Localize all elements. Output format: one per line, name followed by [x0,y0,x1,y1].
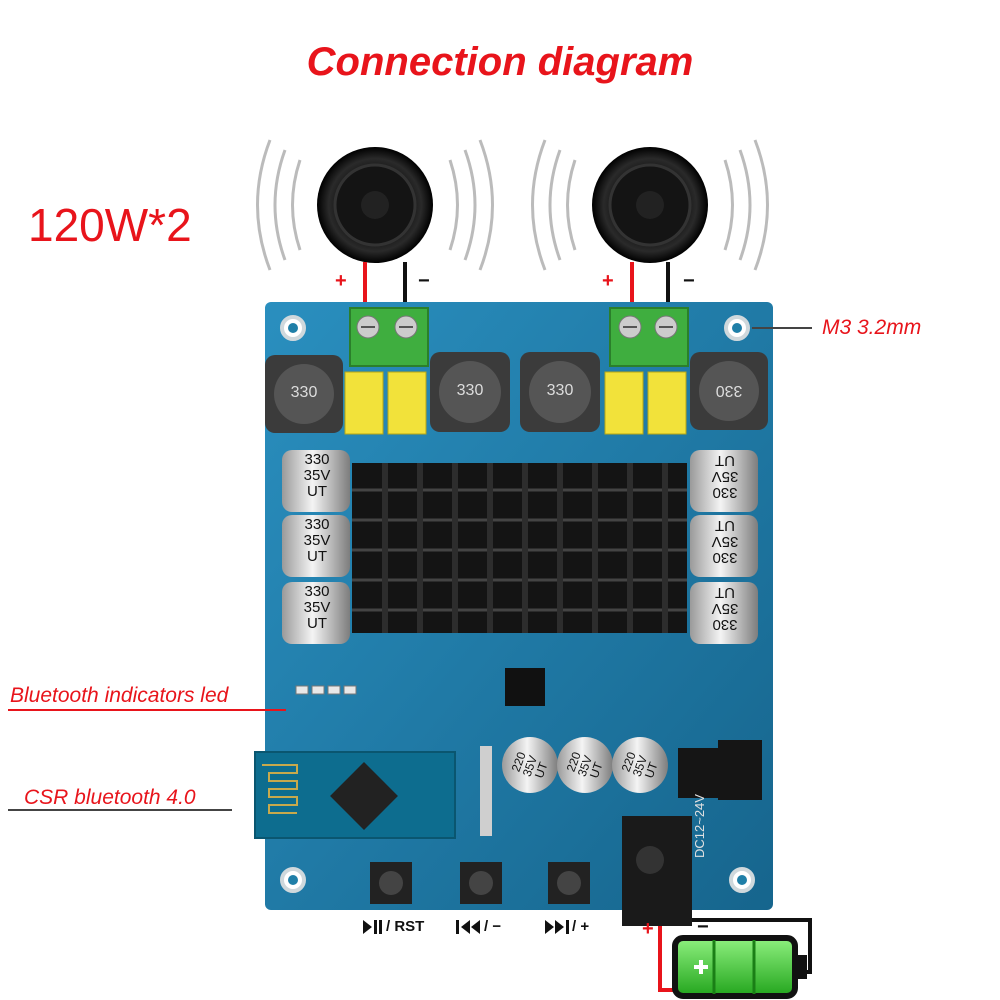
power-input-label: DC12~24V [692,794,707,858]
speaker-left-plus: + [335,270,347,292]
mount-hole-callout: M3 3.2mm [822,316,922,339]
inductor-label-1: 330 [290,384,318,401]
button-label-prev: / − [484,918,502,935]
capacitor-group [282,450,758,644]
bt-led-callout: Bluetooth indicators led [10,684,229,707]
button-prev[interactable] [460,862,502,904]
battery-minus: − [697,916,709,938]
speaker-terminal-left [349,307,429,367]
inductor-4 [690,352,768,430]
inductor-3 [520,352,600,432]
sound-waves-left [256,139,494,271]
battery-plus: + [642,918,654,940]
heatsink [352,463,687,633]
speaker-right-minus: − [683,270,695,292]
inductor-label-3: 330 [546,382,574,399]
battery-icon [672,935,807,999]
bt-module-callout: CSR bluetooth 4.0 [24,786,196,809]
speaker-terminal-right [609,307,689,367]
speaker-right-plus: + [602,270,614,292]
bluetooth-module [254,751,456,839]
opamp-chip [505,668,545,706]
diagram-title: Connection diagram [306,40,694,84]
power-rating: 120W*2 [28,199,192,251]
inductor-2 [430,352,510,432]
inductor-1 [265,355,343,433]
button-play-rst[interactable] [370,862,412,904]
inductor-label-4: 330 [715,382,743,399]
sound-waves-right [531,139,769,271]
speaker-left-minus: − [418,270,430,292]
button-label-next: / + [572,918,590,935]
dc-jack [622,816,692,926]
button-next[interactable] [548,862,590,904]
inductor-label-2: 330 [456,382,484,399]
button-label-rst: / RST [386,918,425,935]
speaker-right-icon [592,147,708,263]
speaker-left-icon [317,147,433,263]
